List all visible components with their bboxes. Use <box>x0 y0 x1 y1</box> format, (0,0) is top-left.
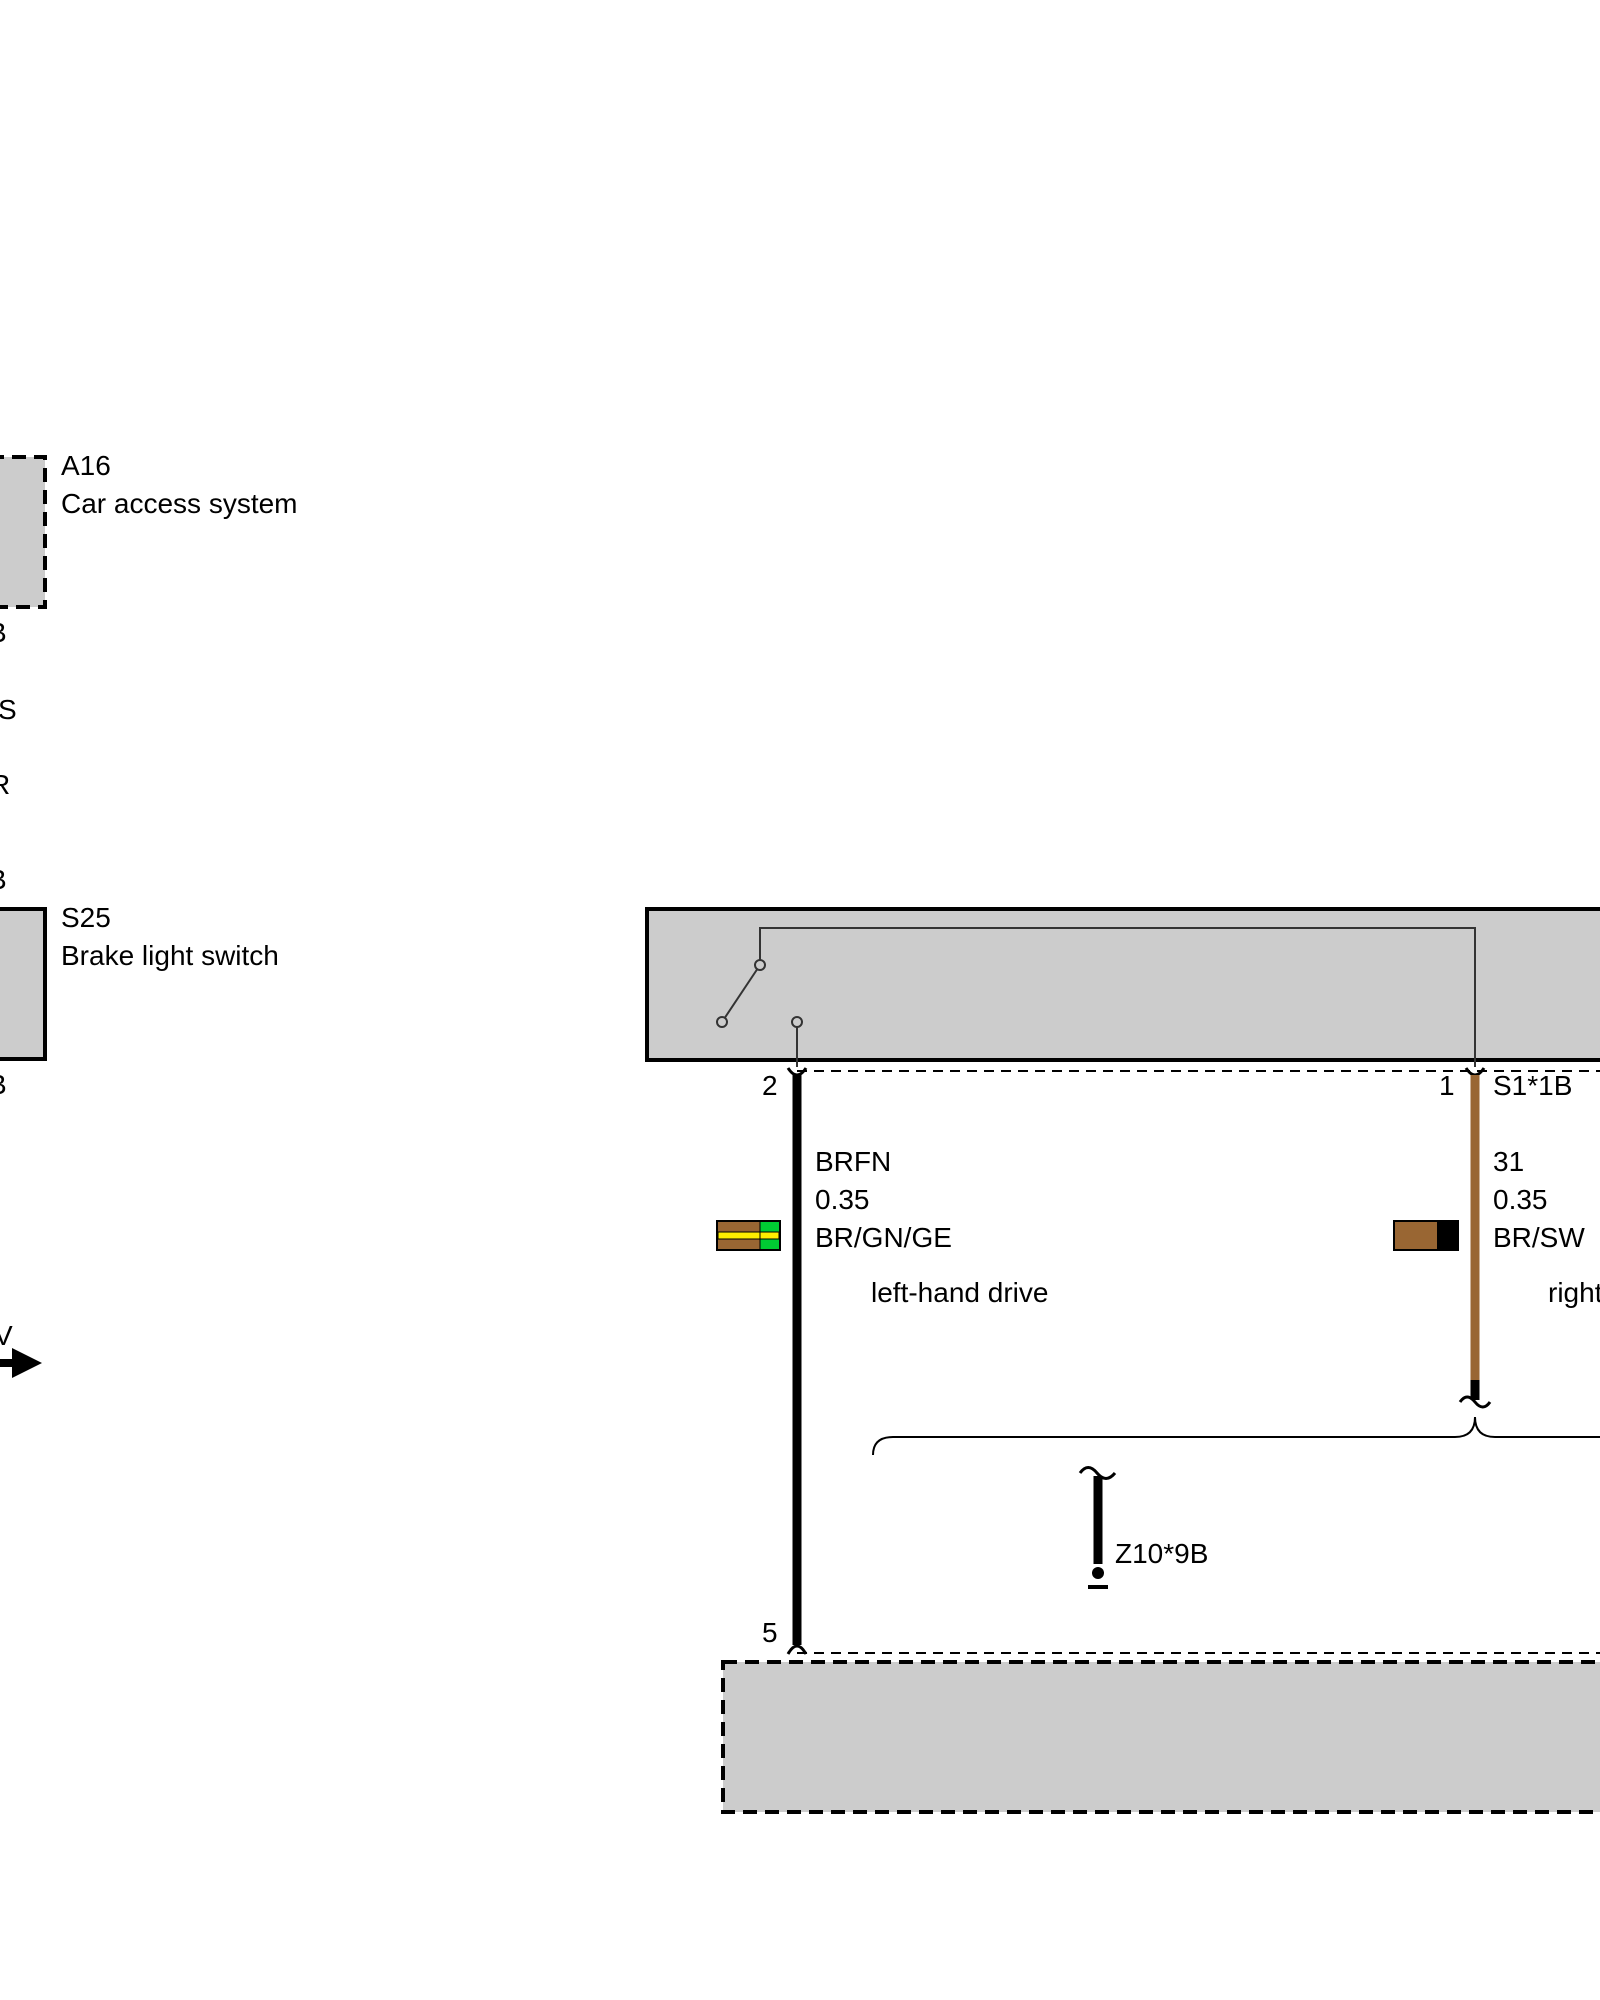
ground-top-terminal <box>1078 1466 1117 1480</box>
wire-right-bottom-terminal <box>1458 1395 1492 1409</box>
switch-linkage <box>759 927 1476 1067</box>
wire-left-pin-top: 2 <box>762 1070 778 1101</box>
wire-right-top-terminal <box>1464 1067 1486 1077</box>
wire-right-gauge: 0.35 <box>1493 1184 1548 1215</box>
wire-left-pin-bottom: 5 <box>762 1617 778 1648</box>
wire-right-signal: 31 <box>1493 1146 1524 1177</box>
switch-component-box <box>645 907 1600 1062</box>
wire-right-pin-top: 1 <box>1439 1070 1455 1101</box>
switch-contact-arm <box>721 964 761 1023</box>
legend-arrow: V <box>0 1320 42 1378</box>
a16-code: A16 <box>61 450 111 481</box>
ground-label: Z10*9B <box>1115 1538 1208 1569</box>
variant-brace <box>872 1416 1600 1456</box>
wire-left-signal: BRFN <box>815 1146 891 1177</box>
s25-pin-fragment: B <box>0 1069 7 1100</box>
s25-component-box <box>0 907 47 1061</box>
legend-fragment-s: S <box>0 694 17 725</box>
ground-stub: Z10*9B <box>1078 1466 1208 1589</box>
switch-component <box>645 907 1600 1067</box>
switch-arm-end-icon <box>754 959 766 971</box>
legend-s25: S25 Brake light switch B <box>0 902 279 1100</box>
a16-name: Car access system <box>61 488 298 519</box>
wire-left-bottom-terminal <box>786 1644 808 1655</box>
wire-left-gauge: 0.35 <box>815 1184 870 1215</box>
s25-code: S25 <box>61 902 111 933</box>
a16-component-box <box>0 455 47 609</box>
bottom-component-box <box>721 1660 1600 1814</box>
wire-right-variant: right <box>1548 1277 1600 1308</box>
a16-pin-fragment: B <box>0 617 7 648</box>
legend-fragment-b: B <box>0 864 7 895</box>
wire-left: 2 5 BRFN 0.35 BR/GN/GE left-hand drive <box>716 1067 1048 1655</box>
switch-pivot-icon <box>716 1016 728 1028</box>
s25-name: Brake light switch <box>61 940 279 971</box>
legend-a16: A16 Car access system B <box>0 450 298 648</box>
wire-right-connector: S1*1B <box>1493 1070 1572 1101</box>
wire-right-color-code: BR/SW <box>1493 1222 1585 1253</box>
wire-right-color-swatch <box>1393 1220 1459 1251</box>
wire-left-color-swatch <box>716 1220 781 1251</box>
arrow-label-fragment: V <box>0 1320 13 1351</box>
switch-contact-icon <box>791 1016 803 1028</box>
legend-fragment-r: R <box>0 769 10 800</box>
arrow-head-icon <box>12 1348 42 1378</box>
ground-point-icon <box>1092 1567 1104 1579</box>
wire-left-color-code: BR/GN/GE <box>815 1222 952 1253</box>
wire-left-variant: left-hand drive <box>871 1277 1048 1308</box>
wire-right: 1 S1*1B 31 0.35 BR/SW right <box>1393 1067 1600 1409</box>
